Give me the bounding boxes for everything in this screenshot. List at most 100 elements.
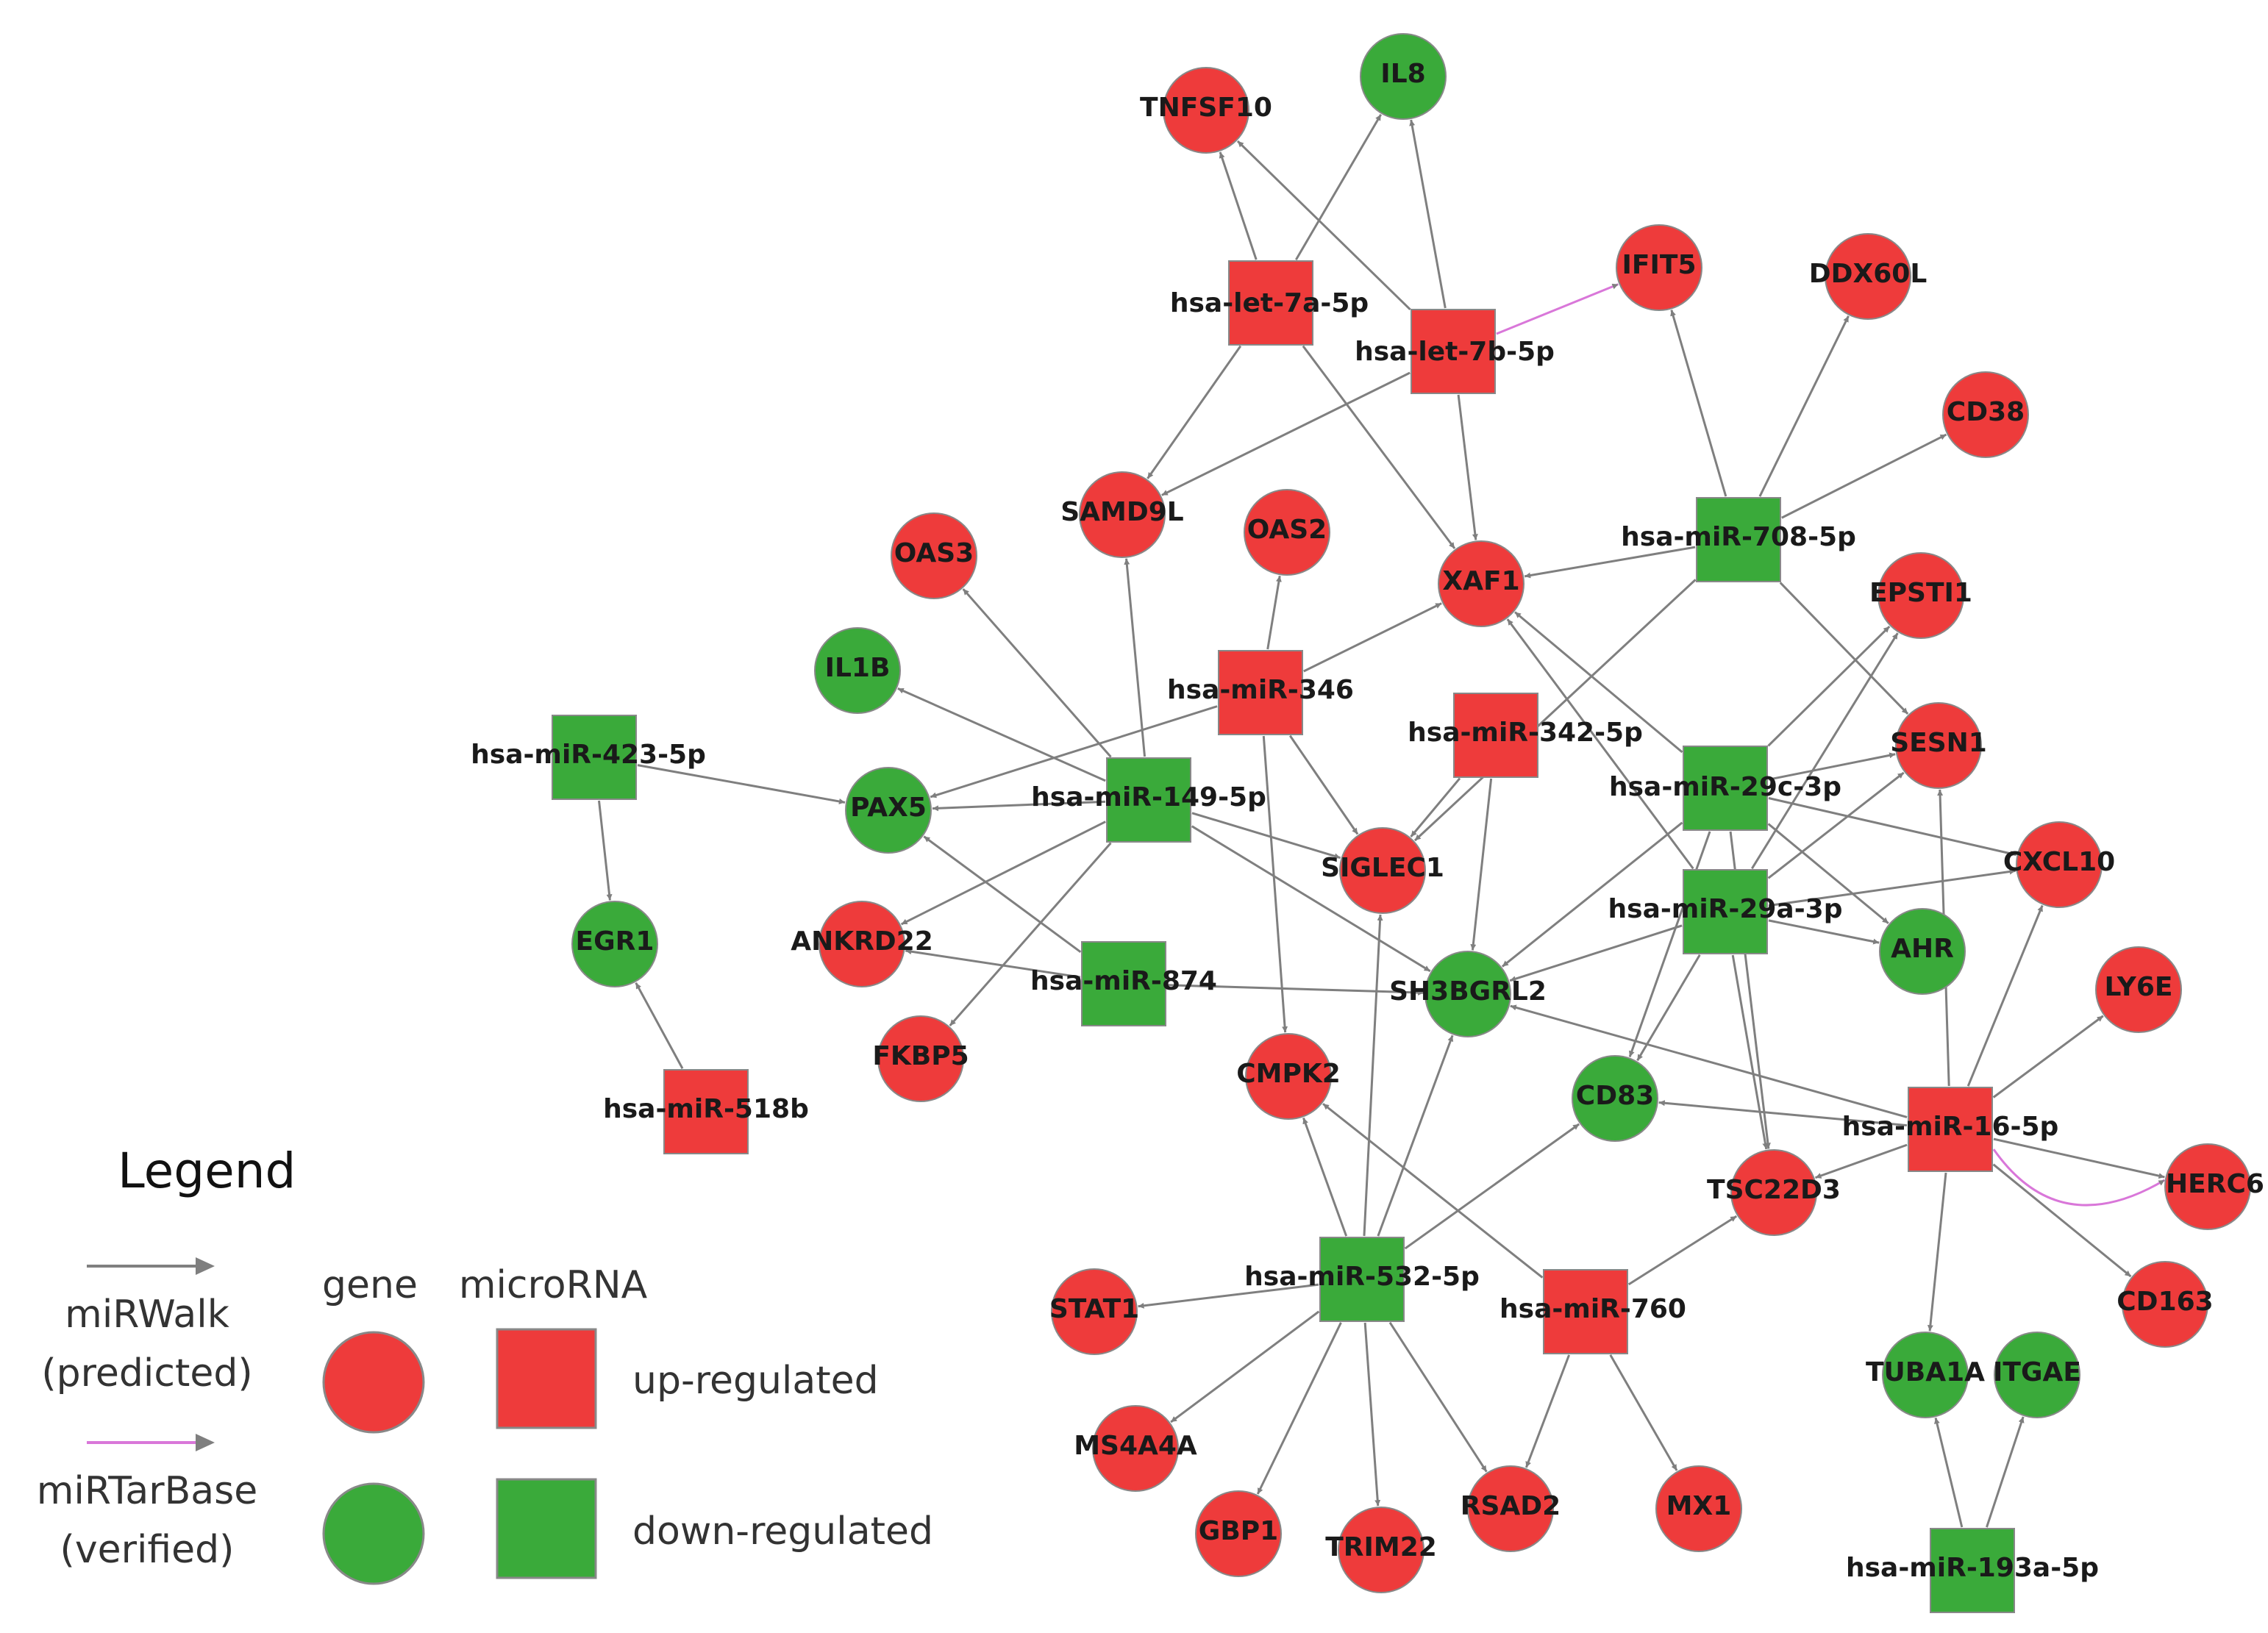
node-label: TSC22D3 — [1707, 1175, 1841, 1205]
microrna-square — [1081, 941, 1166, 1026]
edge-miR708-IFIT5 — [1670, 310, 1727, 497]
edge-miR874-SH3BGRL2 — [1166, 984, 1424, 996]
edge-miR708-DDX60L — [1758, 315, 1850, 497]
node-TRIM22: TRIM22 — [1325, 1507, 1437, 1593]
microrna-square — [1411, 309, 1496, 394]
node-GBP1: GBP1 — [1195, 1490, 1282, 1577]
edge-miR29c-CXCL10 — [1768, 797, 2016, 857]
node-label: IL1B — [825, 653, 891, 683]
edge-miR342-SH3BGRL2 — [1470, 778, 1493, 951]
legend-gene-header: gene — [322, 1263, 418, 1307]
gene-circle — [814, 627, 901, 714]
edge-let7a-TNFSF10 — [1219, 151, 1258, 260]
edge-miR29a-CD83 — [1636, 954, 1701, 1062]
node-label: EPSTI1 — [1869, 578, 1972, 608]
gene-circle — [1244, 489, 1330, 576]
node-label: MS4A4A — [1074, 1431, 1197, 1461]
gene-circle — [877, 1015, 964, 1102]
microrna-square — [1228, 260, 1313, 346]
node-label: FKBP5 — [872, 1041, 969, 1071]
edge-miR760-MX1 — [1609, 1354, 1678, 1471]
node-XAF1: XAF1 — [1438, 540, 1525, 627]
gene-circle — [1338, 1507, 1424, 1593]
node-label: XAF1 — [1442, 566, 1519, 596]
microrna-square — [552, 715, 637, 800]
node-miR16: hsa-miR-16-5p — [1842, 1087, 2058, 1172]
microrna-square — [1543, 1269, 1628, 1354]
edge-miR346-PAX5 — [930, 705, 1218, 798]
node-label: DDX60L — [1809, 259, 1928, 289]
node-miR760: hsa-miR-760 — [1499, 1269, 1686, 1354]
edge-miR16-CXCL10 — [1966, 904, 2044, 1087]
node-AHR: AHR — [1879, 908, 1966, 995]
node-label: SH3BGRL2 — [1389, 976, 1547, 1007]
microrna-square — [663, 1069, 749, 1154]
node-MS4A4A: MS4A4A — [1074, 1405, 1197, 1492]
nodes-layer: TNFSF10IL8hsa-let-7a-5phsa-let-7b-5pIFIT… — [471, 33, 2264, 1613]
microrna-square — [1106, 757, 1191, 843]
gene-circle — [1245, 1033, 1332, 1120]
gene-circle — [1572, 1055, 1658, 1142]
node-label: OAS3 — [894, 538, 974, 568]
node-label: hsa-miR-708-5p — [1621, 522, 1856, 552]
node-label: hsa-miR-29c-3p — [1609, 772, 1841, 802]
edge-miR874-PAX5 — [923, 835, 1082, 953]
node-label: hsa-miR-760 — [1499, 1294, 1686, 1324]
node-label: hsa-miR-149-5p — [1031, 782, 1266, 812]
edge-miR532-CD83 — [1404, 1123, 1580, 1250]
legend-up-microrna-square — [496, 1328, 597, 1429]
gene-circle — [1467, 1465, 1554, 1552]
edge-miR532-SH3BGRL2 — [1377, 1035, 1454, 1237]
edge-let7a-XAF1 — [1302, 345, 1456, 549]
node-TUBA1A: TUBA1A — [1866, 1332, 1985, 1418]
legend-predicted-note: (predicted) — [41, 1351, 252, 1396]
gene-circle — [1195, 1490, 1282, 1577]
node-label: SAMD9L — [1060, 497, 1183, 527]
edge-miR149-ANKRD22 — [900, 821, 1106, 926]
node-miR29a: hsa-miR-29a-3p — [1608, 869, 1843, 954]
gene-circle — [1877, 552, 1964, 639]
gene-circle — [1942, 371, 2029, 458]
gene-circle — [1882, 1332, 1969, 1418]
edge-miR29a-SH3BGRL2 — [1509, 924, 1683, 982]
node-LY6E: LY6E — [2095, 946, 2182, 1033]
node-label: SESN1 — [1890, 728, 1987, 758]
gene-circle — [1655, 1465, 1742, 1552]
edge-let7a-SAMD9L — [1147, 345, 1242, 479]
legend-microrna-header: microRNA — [459, 1263, 648, 1307]
edge-miR29c-CD83 — [1628, 831, 1711, 1057]
node-label: IL8 — [1380, 59, 1425, 89]
node-miR342: hsa-miR-342-5p — [1408, 693, 1643, 778]
edge-miR29c-SESN1 — [1768, 752, 1896, 781]
edge-miR423-PAX5 — [637, 764, 846, 804]
edge-miR342-SIGLEC1 — [1410, 777, 1461, 837]
edge-miR193a-ITGAE — [1986, 1416, 2025, 1528]
node-label: hsa-miR-29a-3p — [1608, 894, 1843, 924]
node-label: CMPK2 — [1236, 1059, 1341, 1089]
node-CD83: CD83 — [1572, 1055, 1658, 1142]
edge-miR29a-XAF1 — [1506, 618, 1694, 870]
legend-down-label: down-regulated — [632, 1509, 933, 1554]
node-label: CXCL10 — [2003, 847, 2115, 877]
legend-up-label: up-regulated — [632, 1359, 879, 1403]
node-label: GBP1 — [1199, 1516, 1278, 1546]
node-miR29c: hsa-miR-29c-3p — [1609, 746, 1841, 831]
microrna-square — [1218, 650, 1303, 735]
legend-verified-note: (verified) — [60, 1528, 235, 1572]
node-FKBP5: FKBP5 — [872, 1015, 969, 1102]
edge-miR760-RSAD2 — [1525, 1354, 1570, 1468]
node-label: hsa-miR-423-5p — [471, 740, 706, 770]
edge-miR874-ANKRD22 — [905, 948, 1081, 979]
microrna-square — [1453, 693, 1538, 778]
node-label: AHR — [1891, 934, 1954, 964]
gene-circle — [571, 901, 658, 987]
edge-miR193a-TUBA1A — [1934, 1417, 1964, 1528]
gene-circle — [1360, 33, 1447, 120]
node-miR518b: hsa-miR-518b — [603, 1069, 809, 1154]
node-STAT1: STAT1 — [1049, 1268, 1139, 1355]
edge-let7b-IL8 — [1409, 119, 1447, 309]
node-IFIT5: IFIT5 — [1616, 224, 1702, 311]
microrna-square — [1930, 1528, 2015, 1613]
node-label: hsa-miR-342-5p — [1408, 718, 1643, 748]
edge-miR16-SH3BGRL2 — [1510, 1004, 1908, 1118]
